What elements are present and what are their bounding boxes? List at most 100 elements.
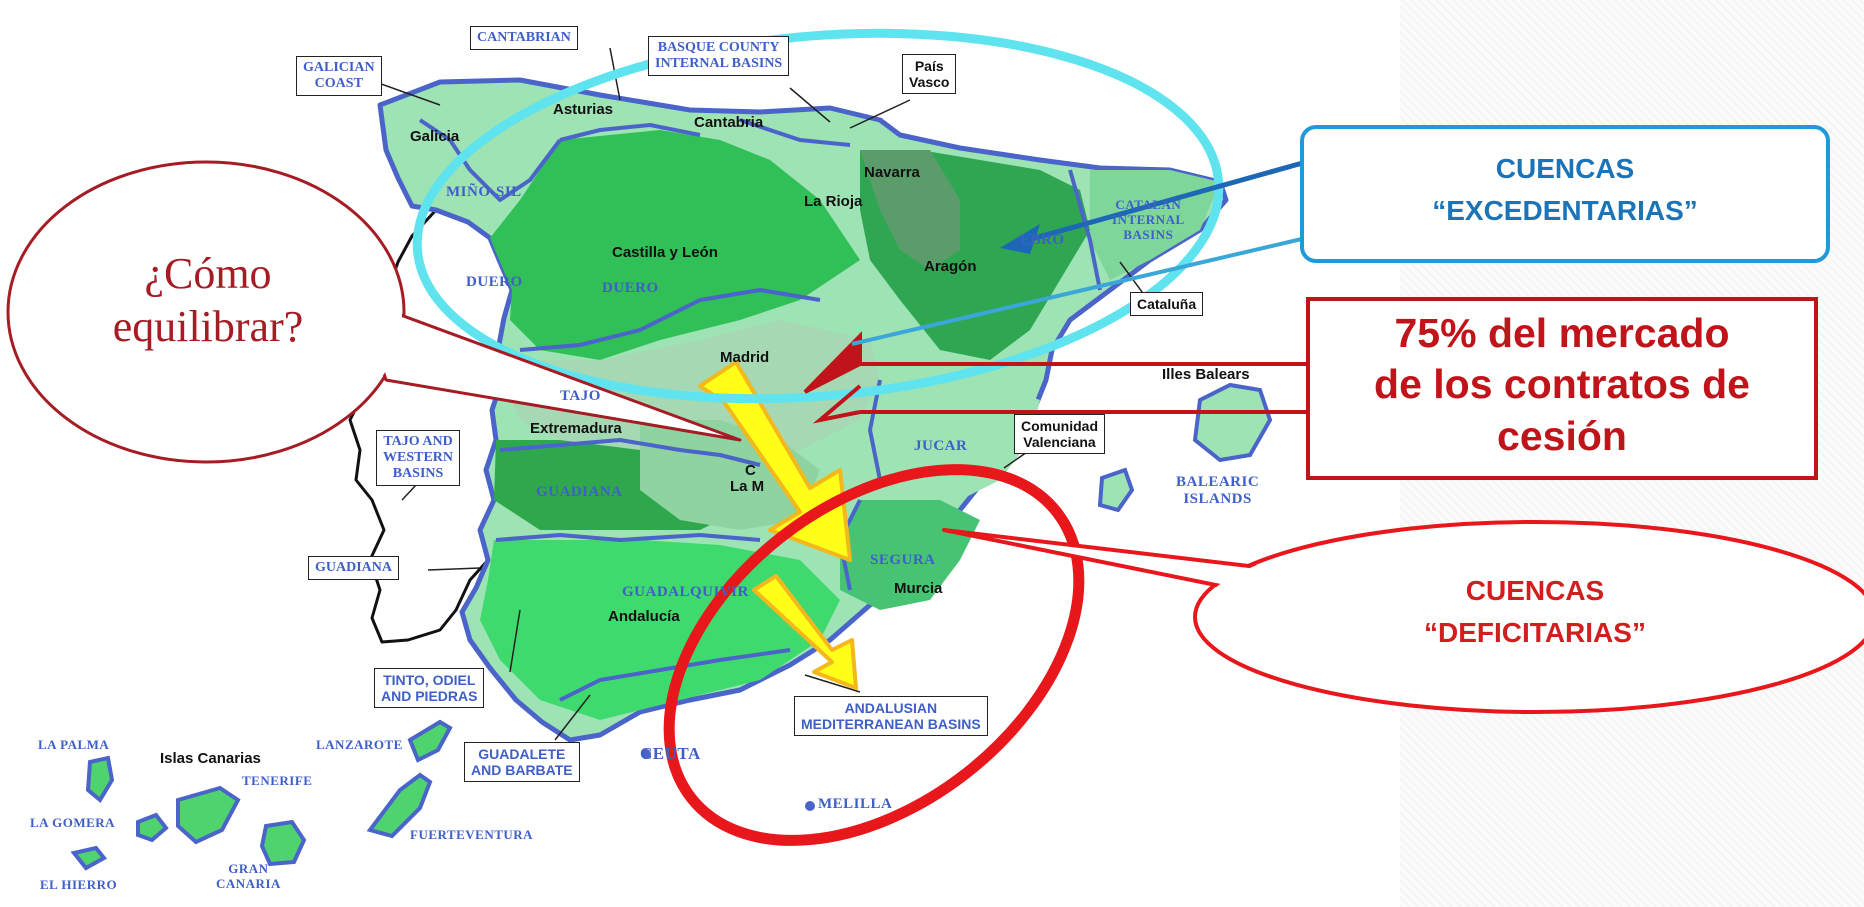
valenciana-line-1: Comunidad <box>1021 418 1098 434</box>
box-galician-coast: GALICIAN COAST <box>296 56 382 97</box>
basin-segura: SEGURA <box>870 552 936 568</box>
island-la-gomera: LA GOMERA <box>30 815 116 830</box>
island-el-hierro: EL HIERRO <box>40 877 118 892</box>
tajo-western-line-1: TAJO AND <box>383 434 453 449</box>
region-la-rioja: La Rioja <box>804 193 863 210</box>
deficit-basins-text: CUENCAS “DEFICITARIAS” <box>1340 570 1730 654</box>
box-basque-basins: BASQUE COUNTY INTERNAL BASINS <box>648 36 790 77</box>
balearic-line-2: ISLANDS <box>1183 491 1252 508</box>
region-murcia: Murcia <box>894 580 943 597</box>
gran-canaria-line-2: CANARIA <box>216 875 281 891</box>
basin-ebro: EBRO <box>1020 232 1065 248</box>
label-leaders <box>369 47 1146 741</box>
guadalete-line-1: GUADALETE <box>478 746 566 762</box>
tajo-western-line-2: WESTERN <box>383 450 454 466</box>
gran-canaria-island <box>259 819 307 867</box>
island-lanzarote: LANZAROTE <box>316 737 403 752</box>
basin-guadalquivir: GUADALQUIVIR <box>622 584 749 600</box>
region-galicia: Galicia <box>410 128 460 145</box>
market-share-text: 75% del mercado de los contratos de cesi… <box>1306 308 1818 462</box>
island-tenerife: TENERIFE <box>242 773 313 788</box>
gran-canaria-line-1: GRAN <box>228 861 269 876</box>
tajo-western-line-3: BASINS <box>392 466 444 482</box>
basque-line-2: INTERNAL BASINS <box>655 56 783 72</box>
region-illes-balears: Illes Balears <box>1162 366 1250 383</box>
surplus-pointer-line <box>851 236 1307 346</box>
box-guadalete: GUADALETE AND BARBATE <box>464 742 580 783</box>
question-line-1: ¿Cómo <box>144 249 272 298</box>
deficit-line-1: CUENCAS <box>1465 575 1605 606</box>
basin-balearic: BALEARIC ISLANDS <box>1176 474 1259 509</box>
catalan-line-1: CATALAN <box>1115 197 1182 212</box>
tinto-line-2: AND PIEDRAS <box>381 688 478 705</box>
surplus-line-2: “EXCEDENTARIAS” <box>1432 195 1698 226</box>
la-gomera-island <box>136 812 169 843</box>
basin-guadiana: GUADIANA <box>536 484 623 500</box>
region-madrid: Madrid <box>720 349 770 366</box>
market-line-2: de los contratos de <box>1374 361 1750 408</box>
valenciana-line-2: Valenciana <box>1023 434 1096 451</box>
guadalquivir-basin <box>480 540 840 720</box>
box-andalusian-med: ANDALUSIAN MEDITERRANEAN BASINS <box>794 696 988 737</box>
box-tinto-odiel: TINTO, ODIEL AND PIEDRAS <box>374 668 485 709</box>
tenerife-island <box>176 785 241 845</box>
region-andalucia: Andalucía <box>608 608 680 625</box>
market-line-3: cesión <box>1497 412 1627 459</box>
ceuta-marker <box>641 749 651 759</box>
pais-vasco-line-1: País <box>914 58 944 74</box>
galician-coast-line-1: GALICIAN <box>303 60 375 75</box>
andalusian-line-2: MEDITERRANEAN BASINS <box>801 716 981 733</box>
market-line-1: 75% del mercado <box>1394 310 1730 356</box>
surplus-basins-box <box>1300 125 1830 263</box>
basin-jucar: JUCAR <box>914 438 968 454</box>
market-share-box <box>1306 297 1818 480</box>
ebro-dark-zone <box>860 150 960 270</box>
basin-ceuta: CEUTA <box>640 744 701 763</box>
box-tajo-western: TAJO AND WESTERN BASINS <box>376 430 461 487</box>
yellow-arrow-small <box>752 574 858 690</box>
tinto-line-1: TINTO, ODIEL <box>383 672 476 688</box>
deficit-line-2: “DEFICITARIAS” <box>1424 617 1646 648</box>
region-extremadura: Extremadura <box>530 420 622 437</box>
region-castilla-mancha-b: La M <box>730 478 765 495</box>
andalusian-line-1: ANDALUSIAN <box>844 700 938 716</box>
deficit-region-ellipse <box>663 464 1085 846</box>
duero-basin <box>490 130 860 360</box>
region-aragon: Aragón <box>924 258 977 275</box>
basin-duero-pt: DUERO <box>466 274 523 290</box>
guadalete-line-2: AND BARBATE <box>471 762 573 779</box>
box-guadiana-pt: GUADIANA <box>308 556 399 581</box>
basin-tajo: TAJO <box>560 388 601 404</box>
region-islas-canarias: Islas Canarias <box>160 750 261 767</box>
surplus-line-1: CUENCAS <box>1495 153 1635 184</box>
segura-basin <box>840 500 980 610</box>
region-castilla-mancha-a: C <box>745 462 756 479</box>
region-cantabria: Cantabria <box>694 114 764 131</box>
box-cantabrian: CANTABRIAN <box>470 26 578 51</box>
basin-catalan: CATALAN INTERNAL BASINS <box>1112 197 1185 243</box>
surplus-basins-ellipse <box>412 28 1224 404</box>
basin-borders <box>418 118 1102 702</box>
galician-coast-line-2: COAST <box>314 76 363 92</box>
box-pais-vasco: País Vasco <box>902 54 957 95</box>
basin-melilla: MELILLA <box>818 796 893 812</box>
basin-duero: DUERO <box>602 280 659 296</box>
island-gran-canaria: GRAN CANARIA <box>216 861 281 892</box>
ibiza-island <box>1097 467 1135 513</box>
balance-question: ¿Cómo equilibrar? <box>48 248 368 354</box>
island-fuerteventura: FUERTEVENTURA <box>410 827 534 842</box>
surplus-pointer-arrow <box>1009 159 1307 248</box>
mallorca-island <box>1192 382 1273 463</box>
box-cataluna: Cataluña <box>1130 292 1204 317</box>
catalan-line-2: INTERNAL <box>1112 211 1185 227</box>
pais-vasco-line-2: Vasco <box>909 74 950 91</box>
balearic-line-1: BALEARIC <box>1176 474 1260 490</box>
basque-line-1: BASQUE COUNTY <box>657 40 780 55</box>
region-asturias: Asturias <box>553 101 614 118</box>
island-la-palma: LA PALMA <box>38 737 110 752</box>
basin-mino-sil: MIÑO-SIL <box>446 184 522 200</box>
fuerteventura-island <box>366 772 433 839</box>
el-hierro-island <box>70 845 108 871</box>
